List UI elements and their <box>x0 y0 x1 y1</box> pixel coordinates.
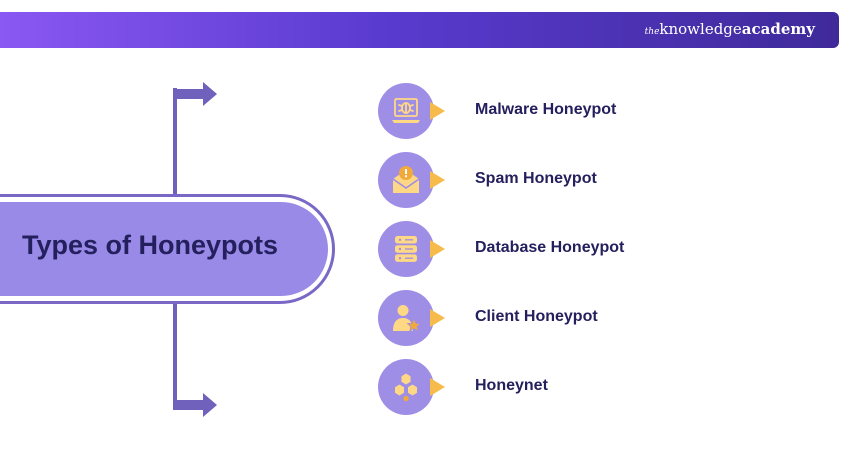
item-circle <box>378 290 434 346</box>
brand-name-academy: academy <box>741 20 815 38</box>
item-circle <box>378 83 434 139</box>
item-pointer <box>430 240 445 258</box>
item-pointer <box>430 102 445 120</box>
arrow-bottom-icon <box>173 393 217 417</box>
item-pointer <box>430 378 445 396</box>
envelope-alert-icon <box>392 166 420 193</box>
hub-pill <box>0 202 328 296</box>
list-item-client-honeypot: Client Honeypot <box>378 290 698 346</box>
item-circle <box>378 221 434 277</box>
item-pointer <box>430 309 445 327</box>
honeycomb-icon <box>394 372 418 403</box>
user-star-icon <box>393 305 422 332</box>
item-label: Database Honeypot <box>475 239 625 256</box>
item-label: Honeynet <box>475 377 548 394</box>
item-pointer <box>430 171 445 189</box>
item-label: Spam Honeypot <box>475 170 597 187</box>
brand-name-knowledge: knowledge <box>659 20 742 38</box>
list-item-honeynet: Honeynet <box>378 359 698 415</box>
list-item-malware-honeypot: Malware Honeypot <box>378 83 698 139</box>
diagram-title: Types of Honeypots <box>22 230 279 260</box>
item-label: Malware Honeypot <box>475 101 617 118</box>
brand-logo: theknowledgeacademy <box>645 20 815 38</box>
item-circle <box>378 152 434 208</box>
list-item-database-honeypot: Database Honeypot <box>378 221 698 277</box>
header-banner: theknowledgeacademy <box>0 12 839 48</box>
list-item-spam-honeypot: Spam Honeypot <box>378 152 698 208</box>
brand-prefix: the <box>644 27 660 37</box>
item-circle <box>378 359 434 415</box>
arrow-top-icon <box>173 82 217 106</box>
item-label: Client Honeypot <box>475 308 598 325</box>
database-icon <box>395 236 417 262</box>
laptop-bug-icon <box>392 98 420 123</box>
